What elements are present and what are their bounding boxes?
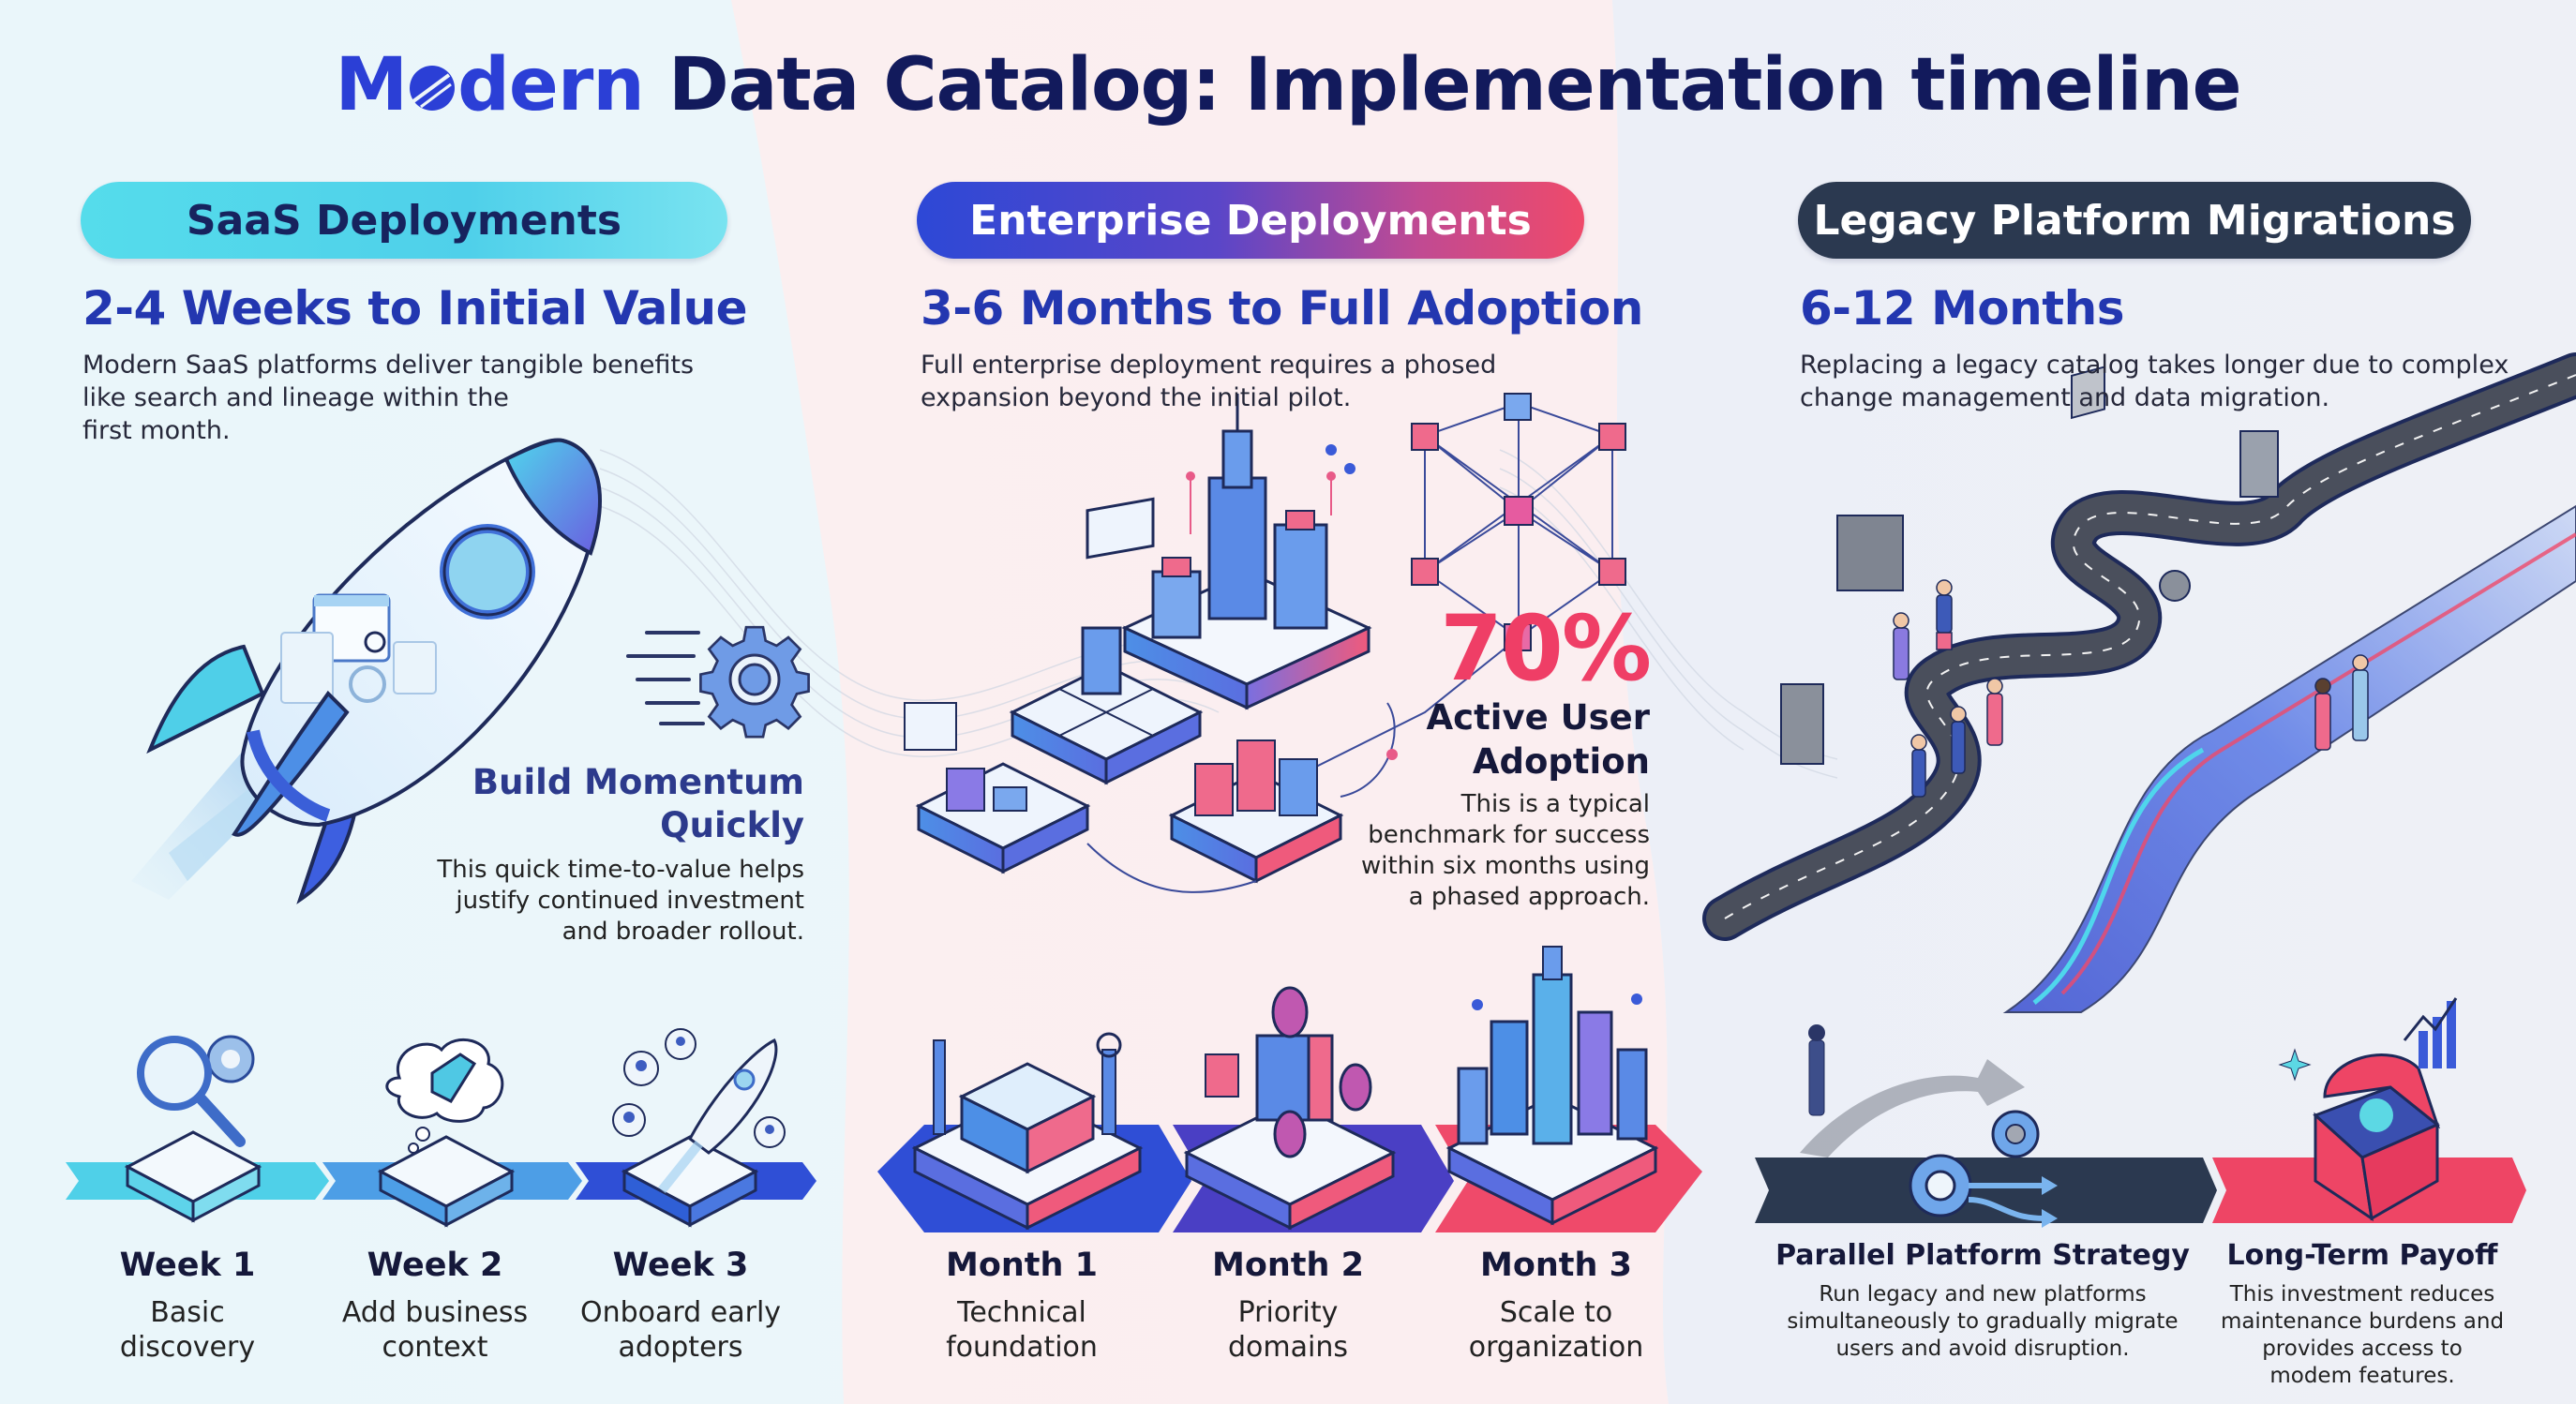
stat-body-line-2: benchmark for success bbox=[1368, 821, 1650, 849]
saas-desc-line-2: like search and lineage within the bbox=[82, 383, 509, 412]
rocket-users-icon bbox=[612, 1028, 786, 1228]
magnifier-gear-icon bbox=[124, 1035, 262, 1223]
legacy-description: Replacing a legacy catalog takes longer … bbox=[1800, 349, 2550, 414]
stat-body-line-1: This is a typical bbox=[1460, 790, 1650, 818]
callout-title-line-1: Build Momentum bbox=[472, 762, 804, 802]
month-3-desc-1: Scale to bbox=[1499, 1296, 1613, 1329]
month-1-label: Month 1 bbox=[946, 1247, 1098, 1284]
parallel-desc-1: Run legacy and new platforms bbox=[1819, 1282, 2147, 1307]
logo-o-icon bbox=[408, 46, 457, 111]
enterprise-timeline-ribbon bbox=[877, 946, 1702, 1247]
saas-description: Modern SaaS platforms deliver tangible b… bbox=[82, 349, 757, 447]
week-2-desc-1: Add business bbox=[341, 1296, 529, 1329]
week-1-desc-1: Basic bbox=[150, 1296, 225, 1329]
month-1-desc-2: foundation bbox=[946, 1331, 1098, 1364]
enterprise-desc-line-1: Full enterprise deployment requires a ph… bbox=[921, 351, 1497, 380]
enterprise-heading: 3-6 Months to Full Adoption bbox=[921, 281, 1643, 336]
isometric-city-network-icon bbox=[900, 393, 1687, 919]
parallel-platform-step: Parallel Platform Strategy Run legacy an… bbox=[1772, 1239, 2194, 1363]
month-2-step: Month 2 Priority domains bbox=[1176, 1247, 1400, 1365]
saas-deployments-pill: SaaS Deployments bbox=[81, 182, 727, 259]
parallel-desc-2: simultaneously to gradually migrate bbox=[1787, 1309, 2179, 1334]
stat-title-line-2: Adoption bbox=[1472, 741, 1650, 782]
week-1-label: Week 1 bbox=[119, 1247, 256, 1284]
payoff-desc-4: modem features. bbox=[2269, 1364, 2455, 1388]
month-2-desc-2: domains bbox=[1228, 1331, 1348, 1364]
month-2-desc-1: Priority bbox=[1237, 1296, 1339, 1329]
adoption-stat-body: This is a typical benchmark for success … bbox=[1361, 789, 1650, 913]
enterprise-pill-label: Enterprise Deployments bbox=[969, 196, 1532, 245]
week-2-step: Week 2 Add business context bbox=[322, 1247, 547, 1365]
legacy-desc-line-2: change management and data migration. bbox=[1800, 383, 2330, 412]
treasure-chest-growth-icon bbox=[2278, 997, 2458, 1222]
long-term-payoff-label: Long-Term Payoff bbox=[2226, 1239, 2498, 1272]
payoff-desc-2: maintenance burdens and bbox=[2220, 1309, 2505, 1334]
parallel-desc-3: users and avoid disruption. bbox=[1835, 1337, 2130, 1361]
legacy-heading: 6-12 Months bbox=[1800, 281, 2125, 336]
callout-title-line-2: Quickly bbox=[660, 805, 804, 845]
week-3-step: Week 3 Onboard early adopters bbox=[568, 1247, 793, 1365]
legacy-timeline-ribbon bbox=[1744, 993, 2576, 1247]
saas-timeline-ribbon bbox=[62, 1028, 816, 1256]
month-3-step: Month 3 Scale to organization bbox=[1434, 1247, 1678, 1365]
saas-heading: 2-4 Weeks to Initial Value bbox=[82, 281, 748, 336]
parallel-platform-label: Parallel Platform Strategy bbox=[1775, 1239, 2190, 1272]
adoption-stat-value: 70% bbox=[1440, 596, 1652, 701]
winding-road-hyperloop-icon bbox=[1702, 352, 2576, 1013]
week-2-label: Week 2 bbox=[367, 1247, 503, 1284]
month-1-step: Month 1 Technical foundation bbox=[909, 1247, 1134, 1365]
callout-body-line-1: This quick time-to-value helps bbox=[437, 856, 804, 884]
week-3-label: Week 3 bbox=[612, 1247, 749, 1284]
stat-title-line-1: Active User bbox=[1426, 697, 1650, 738]
saas-pill-label: SaaS Deployments bbox=[186, 196, 622, 245]
month-3-label: Month 3 bbox=[1480, 1247, 1632, 1284]
rocket-icon bbox=[112, 412, 637, 904]
legacy-desc-line-1: Replacing a legacy catalog takes longer … bbox=[1800, 351, 2509, 380]
enterprise-desc-line-2: expansion beyond the initial pilot. bbox=[921, 383, 1352, 412]
domain-blocks-icon bbox=[1183, 986, 1397, 1231]
enterprise-deployments-pill: Enterprise Deployments bbox=[917, 182, 1584, 259]
long-term-payoff-step: Long-Term Payoff This investment reduces… bbox=[2194, 1239, 2531, 1390]
month-3-desc-2: organization bbox=[1468, 1331, 1644, 1364]
payoff-desc-1: This investment reduces bbox=[2229, 1282, 2495, 1307]
build-momentum-title: Build Momentum Quickly bbox=[472, 761, 804, 847]
adoption-stat-title: Active User Adoption bbox=[1427, 695, 1650, 784]
callout-body-line-2: justify continued investment bbox=[456, 887, 804, 915]
month-1-desc-1: Technical bbox=[957, 1296, 1086, 1329]
payoff-desc-3: provides access to bbox=[2262, 1337, 2463, 1361]
stat-body-line-3: within six months using bbox=[1361, 852, 1650, 880]
saas-desc-line-3: first month. bbox=[82, 416, 231, 445]
legacy-migrations-pill: Legacy Platform Migrations bbox=[1798, 182, 2471, 259]
legacy-pill-label: Legacy Platform Migrations bbox=[1813, 196, 2456, 245]
title-rest: Data Catalog: Implementation timeline bbox=[667, 43, 2242, 127]
enterprise-description: Full enterprise deployment requires a ph… bbox=[921, 349, 1595, 414]
gear-icon bbox=[619, 609, 816, 750]
skyscraper-city-icon bbox=[1445, 946, 1659, 1226]
blocks-tools-icon bbox=[911, 1032, 1144, 1231]
callout-body-line-3: and broader rollout. bbox=[562, 918, 804, 946]
week-1-step: Week 1 Basic discovery bbox=[75, 1247, 300, 1365]
month-2-label: Month 2 bbox=[1212, 1247, 1364, 1284]
stat-body-line-4: a phased approach. bbox=[1408, 883, 1650, 911]
week-3-desc-2: adopters bbox=[618, 1331, 743, 1364]
build-momentum-body: This quick time-to-value helps justify c… bbox=[437, 855, 804, 948]
parallel-strategy-arrow bbox=[1755, 1158, 2217, 1223]
week-3-desc-1: Onboard early bbox=[579, 1296, 782, 1329]
week-2-desc-2: context bbox=[382, 1331, 488, 1364]
tag-cloud-icon bbox=[377, 1038, 516, 1228]
saas-desc-line-1: Modern SaaS platforms deliver tangible b… bbox=[82, 351, 695, 380]
parallel-gears-icon bbox=[1800, 1024, 2058, 1228]
week-1-desc-2: discovery bbox=[119, 1331, 256, 1364]
